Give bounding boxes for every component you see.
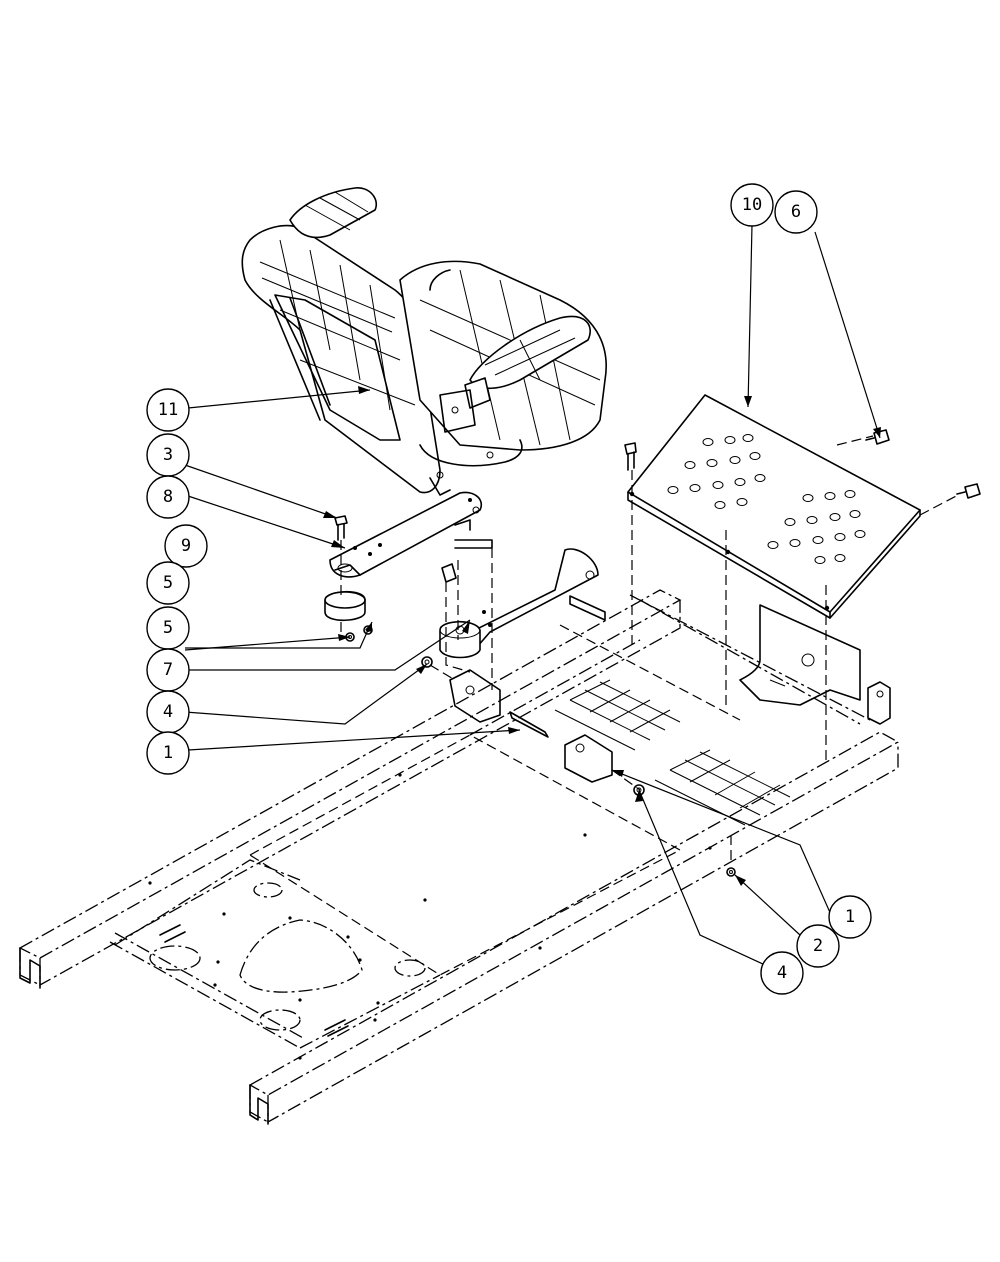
callout-5: 5 — [146, 606, 190, 650]
callout-circle — [146, 561, 190, 605]
callout-1: 1 — [146, 731, 190, 775]
floor-pan — [449, 594, 871, 826]
tread-grid-rear — [654, 749, 791, 826]
callout-label: 5 — [163, 573, 173, 593]
foot-plate-holes — [667, 434, 866, 564]
callout-label: 6 — [791, 202, 801, 222]
callout-label: 11 — [158, 400, 178, 420]
callout-label: 4 — [163, 702, 173, 722]
foot-plate — [627, 394, 921, 619]
callout-label: 2 — [813, 936, 823, 956]
callout-label: 1 — [163, 743, 173, 763]
callout-circle — [796, 924, 840, 968]
mower-frame — [18, 589, 900, 1125]
callout-circle — [146, 388, 190, 432]
callout-label: 5 — [163, 618, 173, 638]
callout-label: 10 — [742, 195, 762, 215]
callout-9: 9 — [164, 524, 208, 568]
callout-10: 10 — [730, 183, 774, 227]
callout-circle — [146, 731, 190, 775]
callout-label: 9 — [181, 536, 191, 556]
callout-7: 7 — [146, 648, 190, 692]
callout-circle — [828, 895, 872, 939]
callout-8: 8 — [146, 475, 190, 519]
callout-4: 4 — [760, 951, 804, 995]
callout-circle — [164, 524, 208, 568]
callout-4: 4 — [146, 690, 190, 734]
rubber-isolator — [324, 590, 366, 622]
slide-rail — [439, 548, 606, 738]
callout-label: 7 — [163, 660, 173, 680]
callout-3: 3 — [146, 433, 190, 477]
callout-label: 1 — [845, 907, 855, 927]
callout-11: 11 — [146, 388, 190, 432]
callout-2: 2 — [796, 924, 840, 968]
callout-5: 5 — [146, 561, 190, 605]
callout-label: 4 — [777, 963, 787, 983]
tread-grid-front — [554, 679, 681, 751]
callout-circle — [146, 475, 190, 519]
callout-circle — [730, 183, 774, 227]
callout-circle — [774, 190, 818, 234]
callout-label: 3 — [163, 445, 173, 465]
assembly-centerlines — [340, 435, 961, 860]
callout-6: 6 — [774, 190, 818, 234]
seat — [241, 187, 607, 496]
seat-mount-plate — [329, 491, 493, 583]
callout-label: 8 — [163, 487, 173, 507]
callout-circle — [760, 951, 804, 995]
callout-1: 1 — [828, 895, 872, 939]
